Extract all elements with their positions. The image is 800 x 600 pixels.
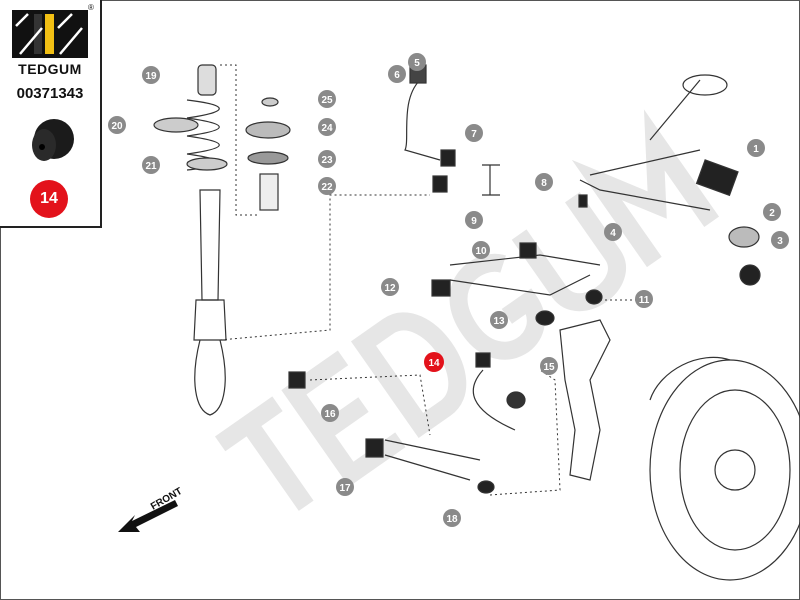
callout-circle bbox=[465, 211, 483, 229]
callout-10: 10 bbox=[472, 241, 490, 259]
callout-13: 13 bbox=[490, 311, 508, 329]
callout-number: 9 bbox=[471, 216, 477, 227]
callout-circle bbox=[142, 66, 160, 84]
callout-number: 5 bbox=[414, 58, 420, 69]
callout-16: 16 bbox=[321, 404, 339, 422]
callout-circle bbox=[108, 116, 126, 134]
callout-25: 25 bbox=[318, 90, 336, 108]
callout-5: 5 bbox=[408, 53, 426, 71]
callout-circle bbox=[747, 139, 765, 157]
callout-number: 3 bbox=[777, 236, 783, 247]
callout-7: 7 bbox=[465, 124, 483, 142]
callout-circle bbox=[763, 203, 781, 221]
callout-number: 25 bbox=[321, 95, 333, 106]
callout-22: 22 bbox=[318, 177, 336, 195]
callout-circle bbox=[388, 65, 406, 83]
callout-23: 23 bbox=[318, 150, 336, 168]
product-info-panel: ® TEDGUM 00371343 14 bbox=[0, 0, 102, 228]
callout-12: 12 bbox=[381, 278, 399, 296]
callout-circle bbox=[318, 177, 336, 195]
callout-number: 11 bbox=[639, 295, 650, 306]
callout-number: 18 bbox=[446, 514, 458, 525]
bushing-image bbox=[32, 119, 74, 161]
callout-number: 6 bbox=[394, 70, 400, 81]
callout-circle bbox=[318, 118, 336, 136]
callout-circle bbox=[472, 241, 490, 259]
callout-circle bbox=[142, 156, 160, 174]
watermark-letter bbox=[449, 253, 545, 360]
callout-number: 19 bbox=[145, 71, 157, 82]
callout-circle bbox=[535, 173, 553, 191]
callout-number: 7 bbox=[471, 129, 477, 140]
callout-number: 2 bbox=[769, 208, 775, 219]
watermark-letter bbox=[214, 396, 314, 511]
front-arrow: FRONT bbox=[118, 486, 184, 532]
callout-number: 12 bbox=[384, 283, 396, 294]
tedgum-logo bbox=[12, 10, 88, 58]
callout-number: 14 bbox=[428, 358, 440, 369]
callout-number: 21 bbox=[145, 161, 157, 172]
callout-20: 20 bbox=[108, 116, 126, 134]
callout-3: 3 bbox=[771, 231, 789, 249]
callout-circle bbox=[381, 278, 399, 296]
callout-14: 14 bbox=[424, 352, 444, 372]
callout-circle bbox=[318, 150, 336, 168]
callout-number: 23 bbox=[321, 155, 333, 166]
callout-number: 1 bbox=[753, 144, 759, 155]
part-number: 00371343 bbox=[16, 85, 84, 102]
callout-number: 20 bbox=[111, 121, 123, 132]
callout-circle bbox=[540, 357, 558, 375]
callout-number: 17 bbox=[339, 483, 351, 494]
callout-number: 24 bbox=[321, 123, 333, 134]
callout-number: 15 bbox=[543, 362, 555, 373]
callout-18: 18 bbox=[443, 509, 461, 527]
callout-number: 22 bbox=[321, 182, 333, 193]
callout-9: 9 bbox=[465, 211, 483, 229]
callout-circle bbox=[321, 404, 339, 422]
callout-number: 4 bbox=[610, 228, 616, 239]
leader-lines bbox=[219, 64, 640, 496]
position-badge: 14 bbox=[30, 180, 68, 218]
callout-circle bbox=[424, 352, 444, 372]
callout-15: 15 bbox=[540, 357, 558, 375]
callout-6: 6 bbox=[388, 65, 406, 83]
callout-17: 17 bbox=[336, 478, 354, 496]
callout-circle bbox=[635, 290, 653, 308]
callout-number: 13 bbox=[493, 316, 505, 327]
front-arrow-icon bbox=[118, 500, 178, 532]
callout-circle bbox=[443, 509, 461, 527]
callout-circle bbox=[336, 478, 354, 496]
callout-4: 4 bbox=[604, 223, 622, 241]
callout-24: 24 bbox=[318, 118, 336, 136]
callout-2: 2 bbox=[763, 203, 781, 221]
callout-circle bbox=[408, 53, 426, 71]
callout-8: 8 bbox=[535, 173, 553, 191]
callout-circle bbox=[318, 90, 336, 108]
callout-circle bbox=[490, 311, 508, 329]
callout-circle bbox=[465, 124, 483, 142]
watermark-letter bbox=[350, 312, 467, 438]
callout-number: 10 bbox=[475, 246, 487, 257]
callout-circle bbox=[771, 231, 789, 249]
callout-11: 11 bbox=[635, 290, 653, 308]
watermark bbox=[214, 109, 720, 511]
callout-number: 8 bbox=[541, 178, 547, 189]
callout-number: 16 bbox=[324, 409, 336, 420]
registered-mark: ® bbox=[88, 3, 94, 12]
callout-19: 19 bbox=[142, 66, 160, 84]
callout-1: 1 bbox=[747, 139, 765, 157]
callout-circle bbox=[604, 223, 622, 241]
parts-drawing bbox=[153, 64, 800, 581]
callout-21: 21 bbox=[142, 156, 160, 174]
brand-name: TEDGUM bbox=[18, 61, 82, 77]
watermark-letter bbox=[571, 109, 720, 268]
